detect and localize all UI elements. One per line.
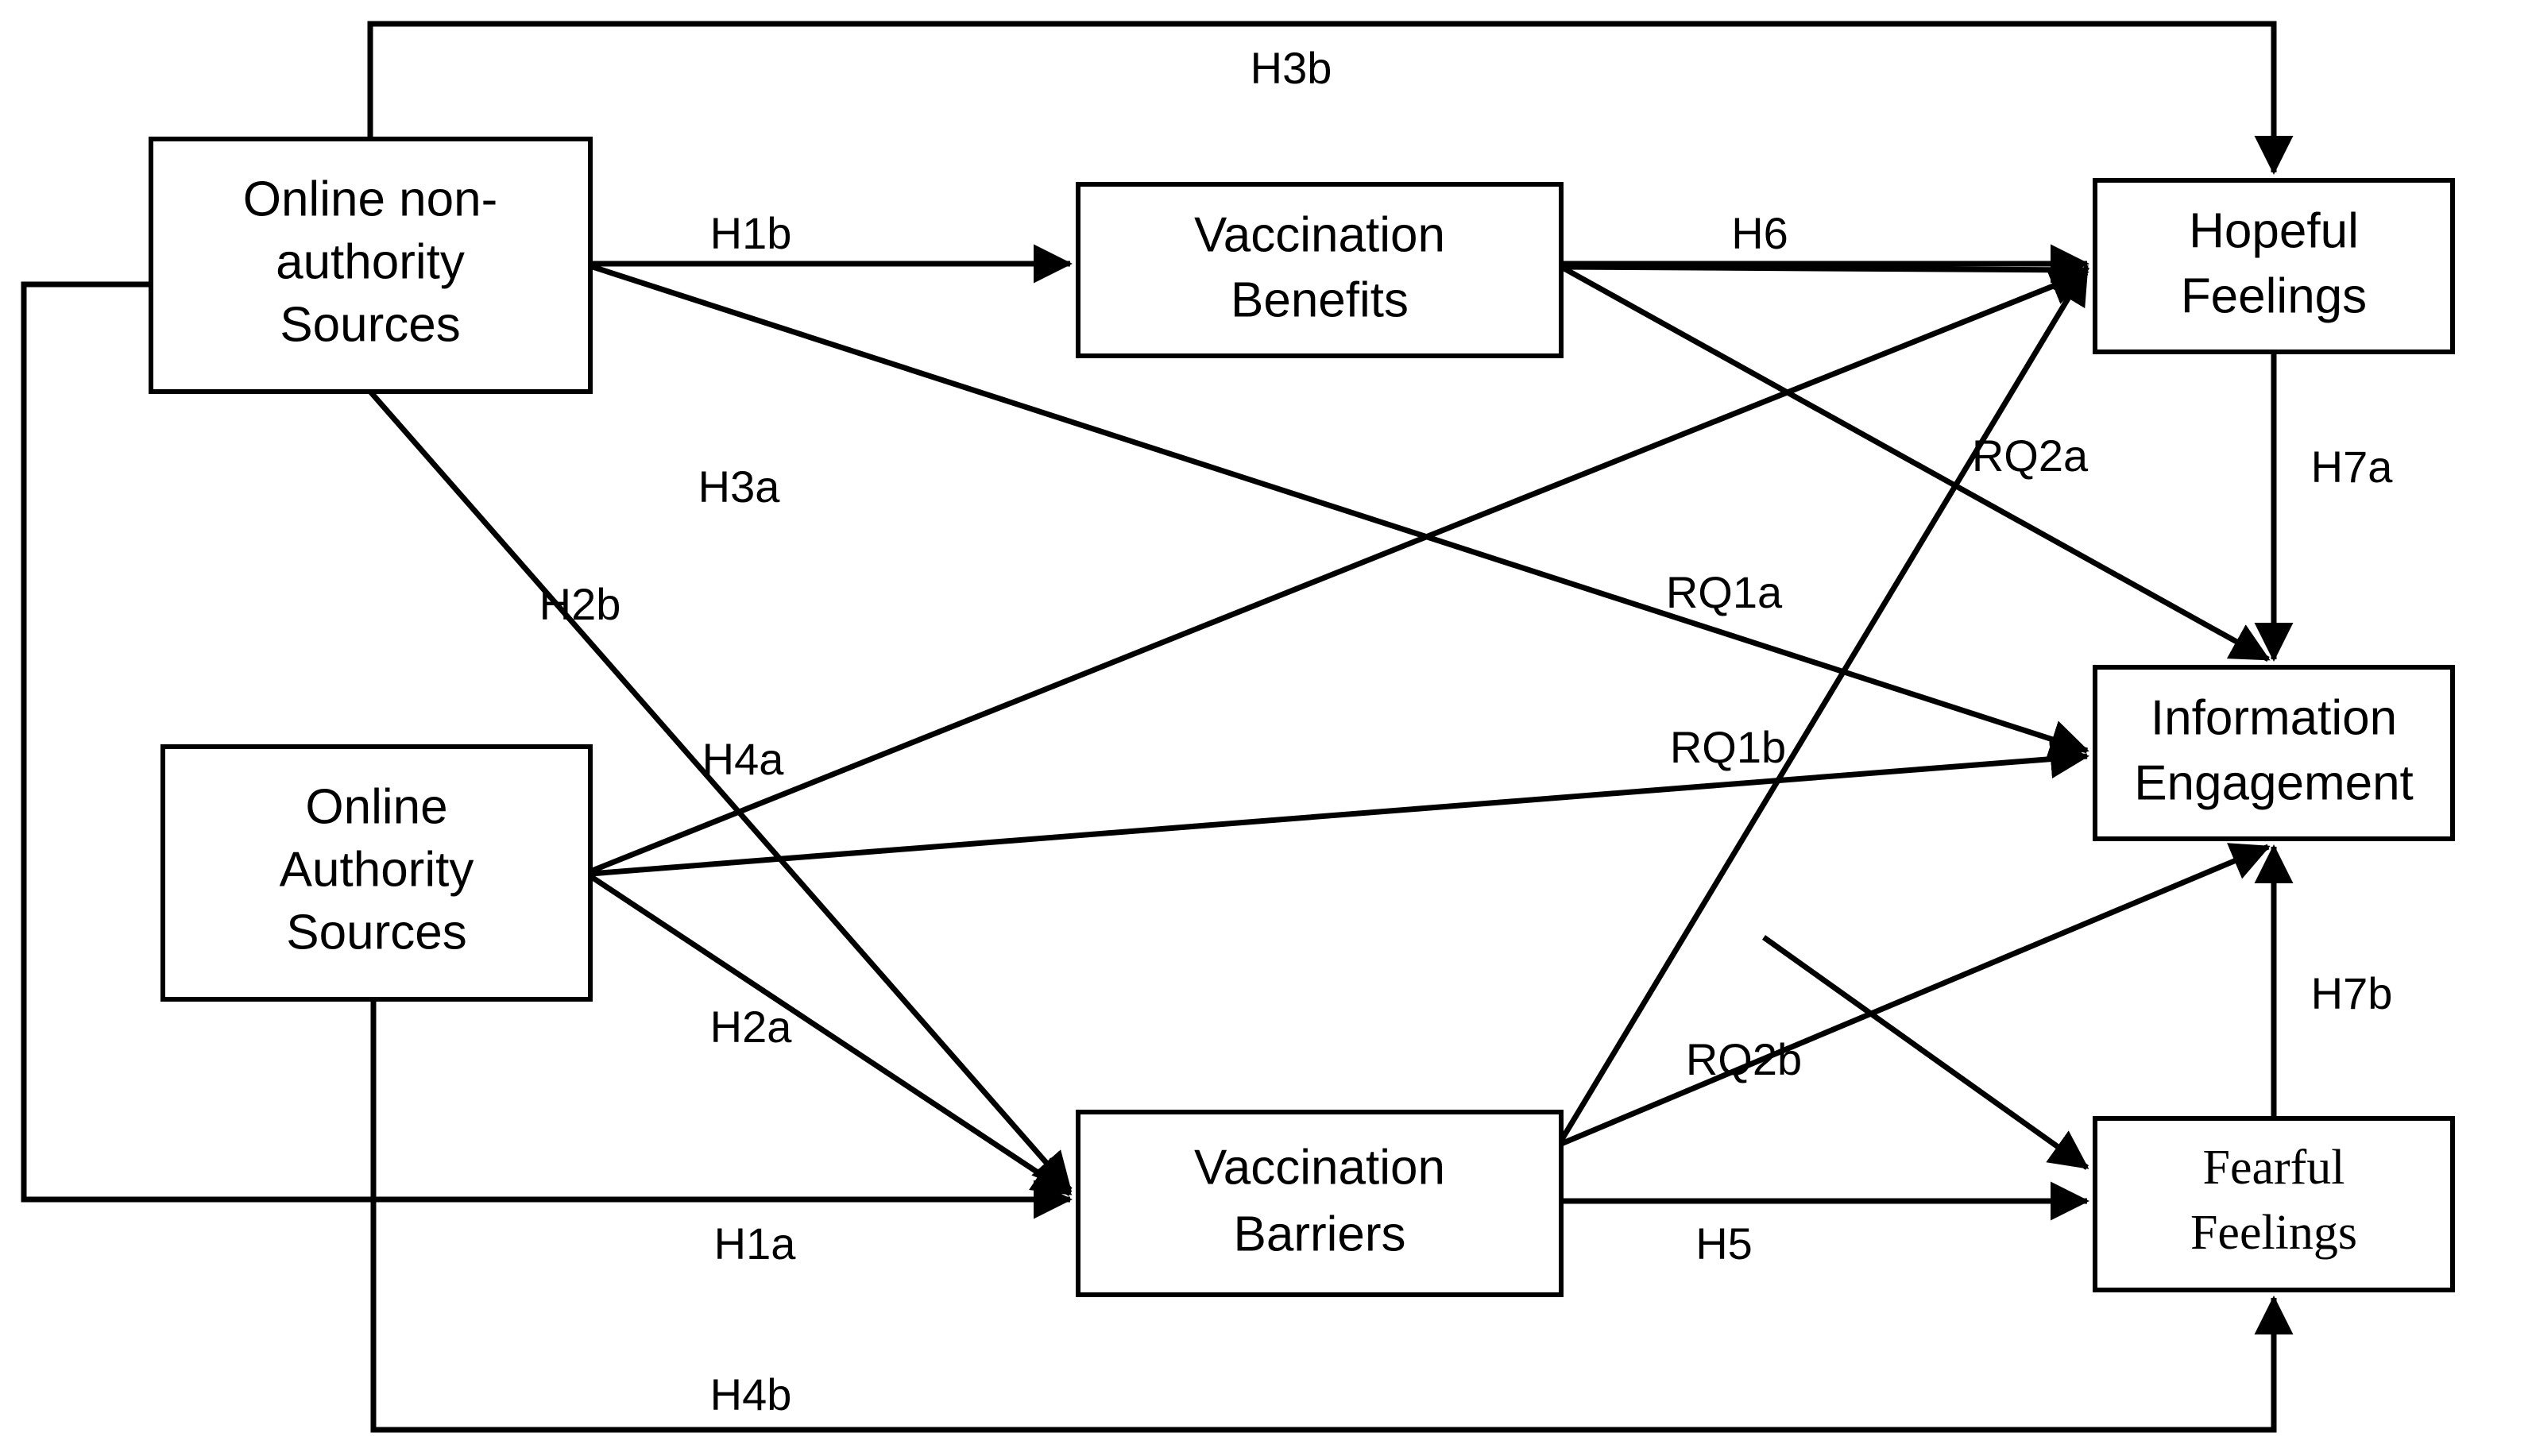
node-vaccination-barriers[interactable]: Vaccination Barriers	[1076, 1110, 1564, 1297]
node-fearful-feelings-rect[interactable]	[2093, 1116, 2455, 1292]
edge-RQ2a-line	[1560, 264, 2271, 662]
edge-RQ1b-line	[590, 740, 2089, 877]
node-vaccination-benefits-line-2: Benefits	[1231, 272, 1409, 327]
node-online-non-authority-sources-line-3: Sources	[280, 297, 460, 352]
edge-label-H3b: H3b	[1251, 43, 1332, 93]
edge-H2a-line	[589, 874, 1073, 1196]
node-online-non-authority-sources-rect[interactable]	[149, 137, 593, 394]
node-hopeful-feelings-line-1: Hopeful	[2189, 203, 2359, 258]
edge-label-H7a: H7a	[2311, 442, 2394, 492]
node-vaccination-benefits-line-1: Vaccination	[1194, 207, 1445, 262]
edge-label-H5: H5	[1695, 1218, 1753, 1269]
edge-H1a-line	[21, 281, 1073, 1219]
edge-label-H1a: H1a	[714, 1218, 797, 1269]
edge-label-H2a: H2a	[710, 1002, 793, 1052]
edge-label-RQ1a: RQ1a	[1666, 567, 1783, 617]
node-fearful-feelings-line-1: Fearful	[2202, 1141, 2345, 1195]
node-online-authority-sources-line-3: Sources	[286, 905, 466, 960]
edge-label-RQ2a: RQ2a	[1972, 431, 2089, 481]
node-hopeful-feelings[interactable]: Hopeful Feelings	[2093, 178, 2455, 354]
edge-RQ1a-line	[1559, 265, 2089, 1142]
node-online-authority-sources-rect[interactable]	[160, 744, 593, 1002]
node-information-engagement[interactable]: Information Engagement	[2093, 665, 2455, 841]
node-layer: Online non- authority Sources Online Aut…	[149, 137, 2455, 1297]
node-information-engagement-line-1: Information	[2151, 690, 2397, 745]
node-information-engagement-line-2: Engagement	[2134, 755, 2414, 810]
node-online-authority-sources[interactable]: Online Authority Sources	[160, 744, 593, 1002]
edge-label-H7b: H7b	[2311, 968, 2393, 1018]
edge-H3a-line	[589, 263, 2089, 759]
node-vaccination-barriers-line-2: Barriers	[1233, 1207, 1405, 1261]
edge-label-H1b: H1b	[710, 208, 792, 258]
node-vaccination-benefits[interactable]: Vaccination Benefits	[1076, 182, 1564, 358]
node-fearful-feelings[interactable]: Fearful Feelings	[2093, 1116, 2455, 1292]
edge-label-layer: H3b H1b H6 H3a RQ2a H2b RQ1a H7a H4a RQ1…	[539, 43, 2394, 1419]
node-hopeful-feelings-line-2: Feelings	[2181, 268, 2367, 323]
node-online-non-authority-sources-line-1: Online non-	[243, 172, 498, 226]
node-online-authority-sources-line-1: Online	[305, 779, 447, 834]
node-information-engagement-rect[interactable]	[2093, 665, 2455, 841]
edge-label-H4a: H4a	[702, 734, 785, 784]
edge-RQ1a-cross-line	[1560, 264, 2088, 273]
node-online-non-authority-sources[interactable]: Online non- authority Sources	[149, 137, 593, 394]
node-online-non-authority-sources-line-2: authority	[276, 234, 465, 289]
edge-H4a-line	[589, 268, 2089, 875]
node-vaccination-barriers-line-1: Vaccination	[1194, 1140, 1445, 1195]
edge-label-H2b: H2b	[539, 579, 621, 629]
edge-label-RQ1b: RQ1b	[1670, 722, 1786, 772]
edge-label-RQ2b: RQ2b	[1686, 1034, 1802, 1084]
edge-H3b-line	[367, 21, 2294, 175]
node-vaccination-benefits-rect[interactable]	[1076, 182, 1564, 358]
edge-label-H3a: H3a	[698, 462, 781, 512]
node-online-authority-sources-line-2: Authority	[280, 842, 474, 897]
edge-hopeful-to-fearful-cross-line	[1761, 935, 2089, 1170]
edge-label-H4b: H4b	[710, 1369, 792, 1419]
edge-label-H6: H6	[1731, 208, 1788, 258]
node-hopeful-feelings-rect[interactable]	[2093, 178, 2455, 354]
node-vaccination-barriers-rect[interactable]	[1076, 1110, 1564, 1297]
edge-H4b-line	[370, 999, 2294, 1433]
edge-RQ2b-line	[1560, 843, 2271, 1147]
node-fearful-feelings-line-2: Feelings	[2190, 1206, 2357, 1260]
edge-H2b-line	[368, 389, 1073, 1192]
edge-layer	[21, 21, 2294, 1433]
